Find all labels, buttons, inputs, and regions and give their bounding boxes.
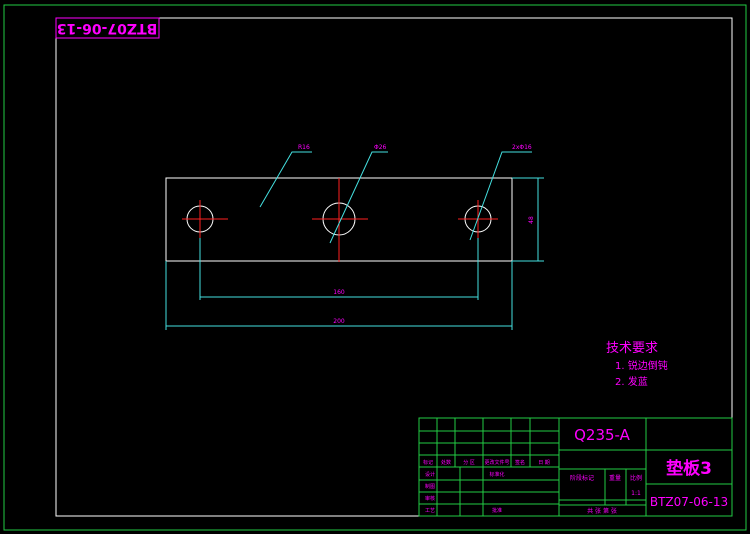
scale-value: 1:1 bbox=[631, 490, 641, 497]
inner-border bbox=[55, 17, 733, 517]
leader-label-center-hole: Φ26 bbox=[374, 144, 387, 151]
header-col-mark: 标记 bbox=[423, 459, 433, 466]
tech-requirement-2: 2. 发蓝 bbox=[615, 375, 648, 388]
sheet-info: 共 张 第 张 bbox=[587, 507, 617, 515]
total-length-dimension bbox=[165, 261, 513, 330]
material-text: Q235-A bbox=[574, 426, 631, 444]
row-design-label: 设计 bbox=[425, 471, 435, 478]
height-dimension bbox=[512, 177, 544, 262]
header-col-count: 处数 bbox=[441, 459, 451, 466]
tech-requirement-1: 1. 锐边倒钝 bbox=[615, 359, 668, 372]
leader-lines bbox=[259, 151, 532, 244]
row-process-label: 工艺 bbox=[425, 508, 435, 514]
row-standardize-label: 标准化 bbox=[489, 471, 504, 478]
hole-spacing-dimension bbox=[199, 238, 479, 300]
rotated-drawing-number: BTZ07-06-13 bbox=[57, 20, 157, 36]
total-length-value: 200 bbox=[333, 318, 345, 325]
tech-requirements-title: 技术要求 bbox=[606, 341, 658, 356]
part-name-text: 垫板3 bbox=[666, 458, 712, 479]
drawing-number-text: BTZ07-06-13 bbox=[650, 495, 728, 509]
row-approve-label: 批准 bbox=[492, 507, 502, 514]
header-col-sign: 签名 bbox=[515, 459, 525, 466]
height-dimension-value: 48 bbox=[528, 216, 535, 224]
outer-border bbox=[3, 4, 747, 531]
title-block bbox=[418, 417, 733, 517]
hole-spacing-value: 160 bbox=[333, 289, 345, 296]
stage-mark-label: 阶段标记 bbox=[570, 474, 594, 482]
leader-label-side-holes: 2xΦ16 bbox=[512, 144, 532, 151]
header-col-date: 日 期 bbox=[538, 460, 550, 466]
leader-label-radius: R16 bbox=[298, 144, 310, 151]
row-review-label: 审核 bbox=[425, 495, 435, 502]
scale-label: 比例 bbox=[630, 474, 642, 482]
weight-label: 重量 bbox=[609, 474, 621, 482]
header-col-change-doc: 更改文件号 bbox=[484, 459, 509, 466]
header-col-zone: 分 区 bbox=[463, 459, 475, 466]
row-draw-label: 制图 bbox=[425, 483, 435, 490]
rotated-number-box bbox=[55, 17, 160, 39]
